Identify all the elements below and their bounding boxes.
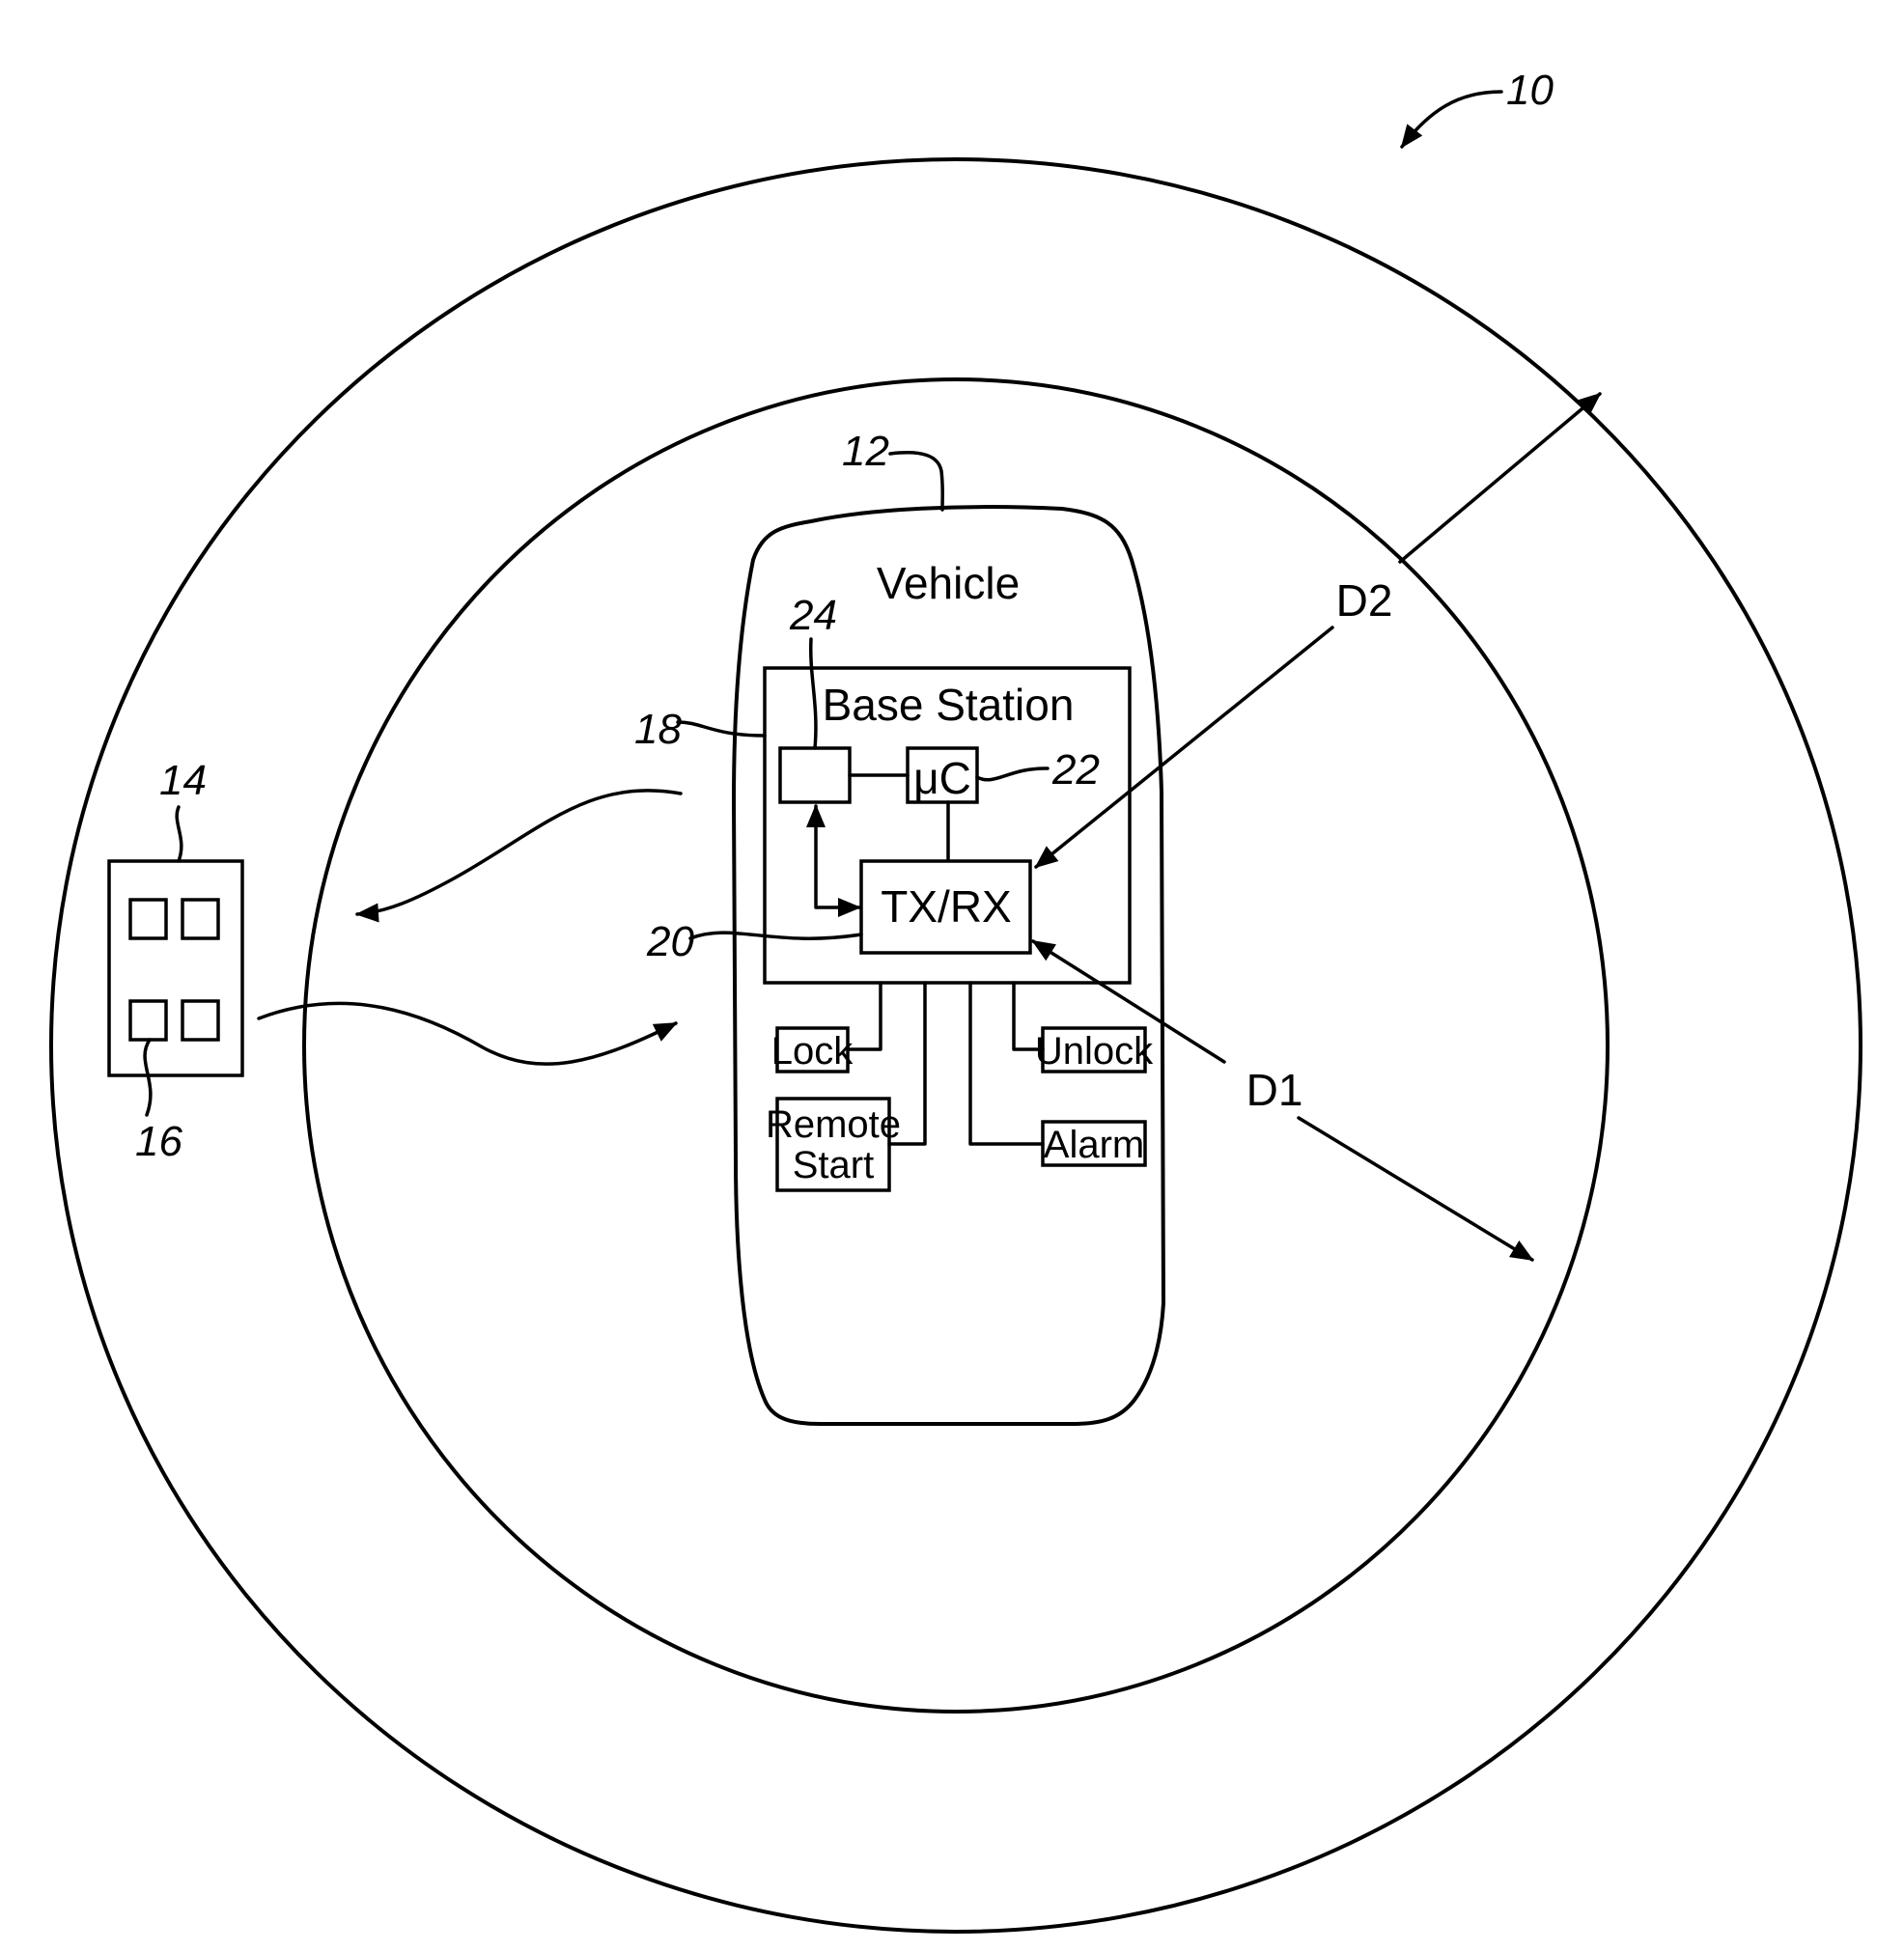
d2-upper-arrow <box>1400 394 1600 562</box>
ref-txrx: 20 <box>646 918 694 965</box>
txrx-label: TX/RX <box>881 881 1011 932</box>
ref-base-station-leader <box>678 722 765 736</box>
vehicle-body <box>734 507 1163 1424</box>
d1-lower-arrow <box>1299 1118 1532 1260</box>
signal-to-fob-arrow <box>357 791 681 914</box>
remote-label: Remote <box>766 1103 901 1146</box>
base-station-label: Base Station <box>823 680 1075 730</box>
alarm-label: Alarm <box>1044 1124 1144 1166</box>
fob-button-2 <box>182 900 218 938</box>
ref-system-arrow <box>1402 92 1501 147</box>
ref-system: 10 <box>1506 67 1554 114</box>
microcontroller-label: μC <box>913 753 971 803</box>
memory-box <box>780 748 850 802</box>
ref-microcontroller-leader <box>977 768 1048 780</box>
key-fob <box>109 861 242 1075</box>
d2-label: D2 <box>1336 575 1393 626</box>
signal-to-vehicle-arrow <box>259 1003 676 1064</box>
ref-memory: 24 <box>789 592 837 639</box>
vehicle-label: Vehicle <box>877 558 1020 608</box>
ref-txrx-leader <box>690 933 861 938</box>
fob-button-3 <box>130 1001 166 1040</box>
ref-vehicle: 12 <box>842 428 889 475</box>
ref-vehicle-leader <box>890 453 942 510</box>
ref-fob-button: 16 <box>135 1118 182 1165</box>
d1-label: D1 <box>1246 1065 1303 1115</box>
unlock-label: Unlock <box>1035 1030 1154 1073</box>
start-label: Start <box>793 1144 874 1186</box>
ref-fob: 14 <box>159 757 207 804</box>
ref-fob-leader <box>177 807 182 861</box>
fob-button-1 <box>130 900 166 938</box>
alarm-connector <box>970 983 1043 1144</box>
outer-range-circle <box>51 159 1861 1932</box>
fob-button-4 <box>182 1001 218 1040</box>
ref-microcontroller: 22 <box>1051 746 1100 794</box>
ref-memory-leader <box>811 639 816 748</box>
memory-txrx-arrow <box>816 806 859 907</box>
lock-label: Lock <box>771 1030 854 1073</box>
ref-base-station: 18 <box>634 706 682 753</box>
